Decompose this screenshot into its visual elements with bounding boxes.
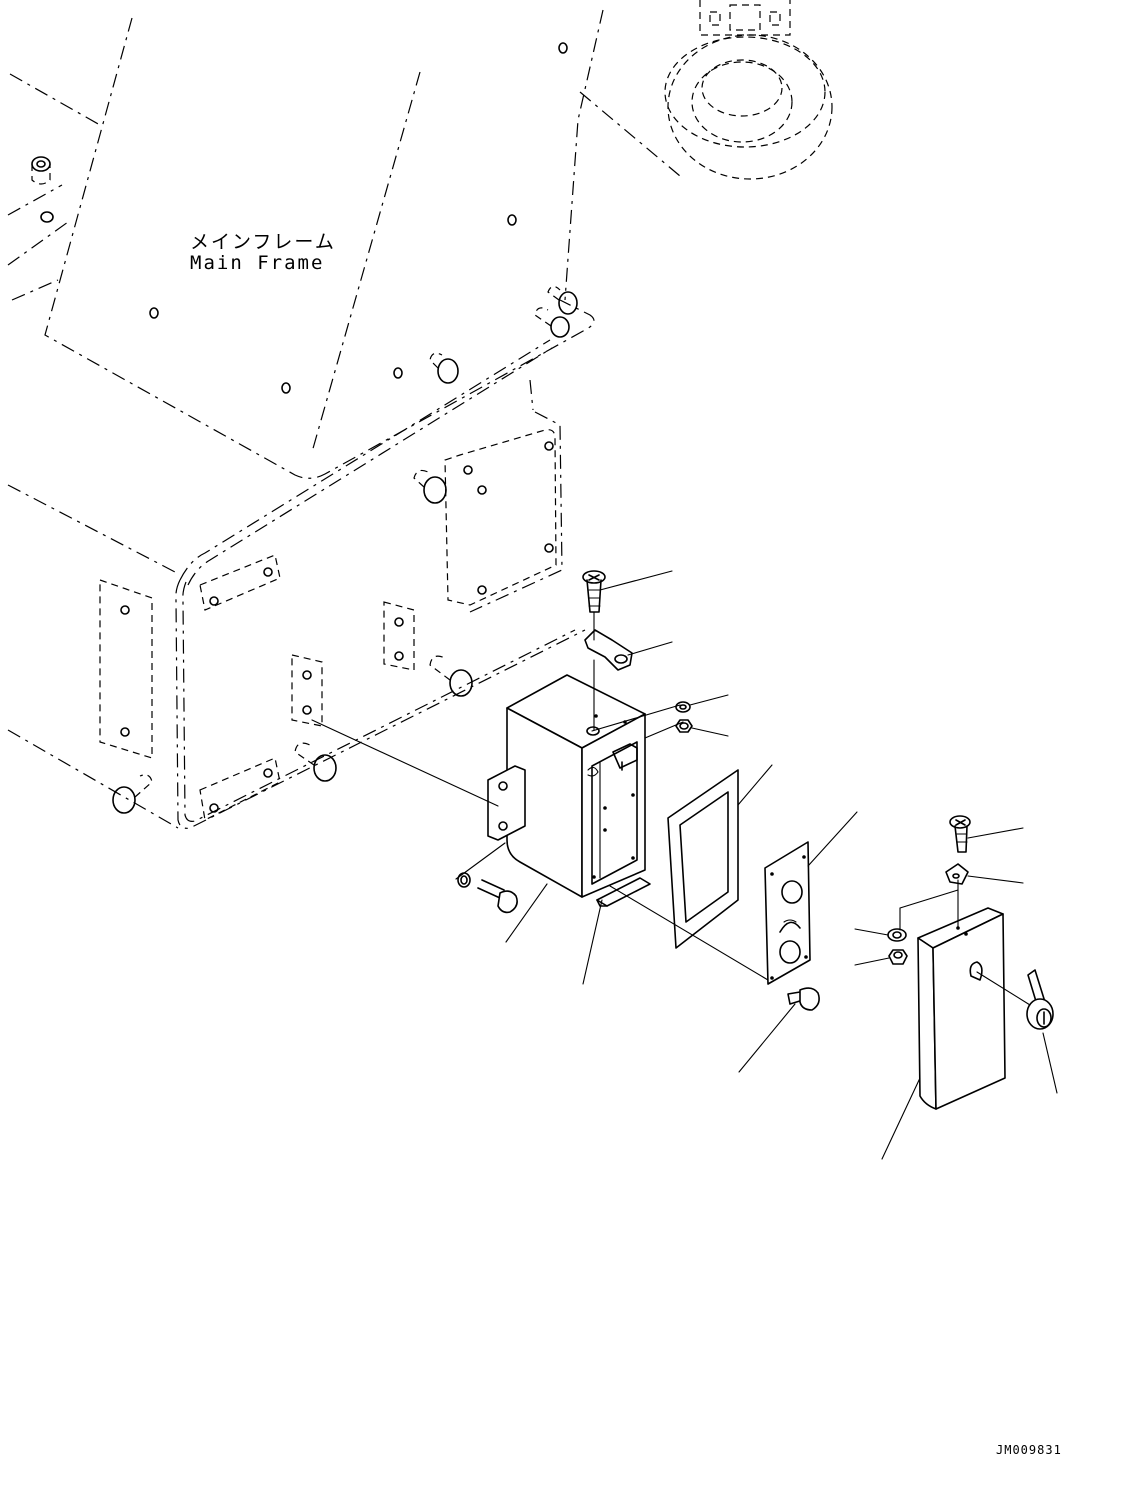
- lock-cylinder: [1026, 969, 1054, 1030]
- assembly-lines: [311, 611, 1031, 1006]
- frame-bushing: [112, 285, 578, 814]
- frame-plates: [99, 429, 557, 821]
- pivot-housing: [664, 0, 833, 180]
- right-top-screw: [945, 815, 971, 885]
- right-washer-nut: [887, 928, 908, 965]
- main-frame-label-japanese: メインフレーム: [190, 231, 336, 253]
- main-frame-outline: [7, 9, 681, 829]
- leader-lines: [505, 570, 1058, 1160]
- enclosure-box: [487, 674, 651, 907]
- main-frame-label-english: Main Frame: [190, 252, 325, 274]
- top-screw: [582, 570, 606, 613]
- cover-bolt: [787, 987, 820, 1011]
- right-cover: [917, 907, 1006, 1110]
- drawing-code: JM009831: [996, 1443, 1062, 1457]
- gasket: [667, 769, 739, 949]
- latch-clip: [584, 629, 633, 671]
- frame-boss: [31, 42, 568, 394]
- washer-nut-right: [675, 701, 693, 733]
- bolt-left: [457, 872, 518, 914]
- cover-plate: [764, 841, 811, 985]
